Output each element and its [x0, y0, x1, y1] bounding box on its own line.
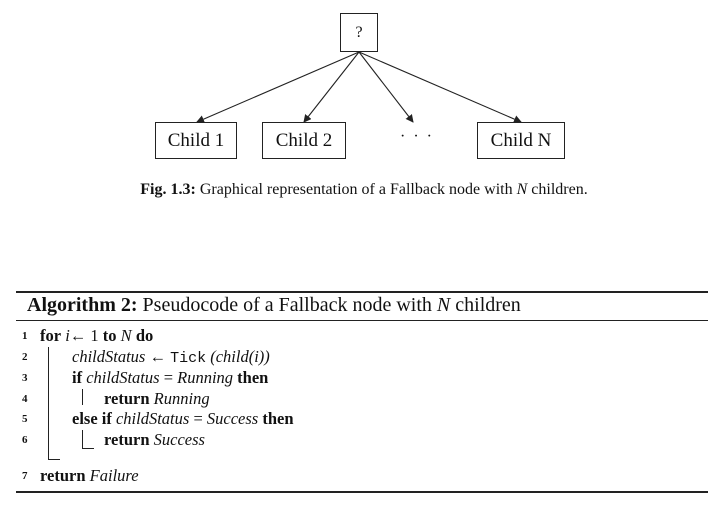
- line-number: 1: [22, 330, 28, 342]
- code-line-3: if childStatus = Running then: [72, 368, 268, 388]
- fallback-tree-diagram: [196, 51, 522, 123]
- root-label: ?: [355, 23, 363, 41]
- algorithm-title: Algorithm 2: Pseudocode of a Fallback no…: [27, 294, 521, 317]
- algorithm-label: Algorithm 2:: [27, 294, 138, 316]
- child-label-n: Child N: [490, 129, 552, 151]
- line-number: 7: [22, 470, 28, 482]
- equals-sign: =: [163, 368, 173, 387]
- line-number: 2: [22, 351, 28, 363]
- algorithm-top-rule: [16, 291, 708, 293]
- edge-to-ellipsis: [358, 51, 414, 123]
- keyword-return: return: [104, 389, 150, 408]
- keyword-then: then: [237, 368, 269, 387]
- keyword-then: then: [262, 409, 294, 428]
- tick-argument: (child(i)): [210, 347, 270, 366]
- line-number: 5: [22, 413, 28, 425]
- keyword-for: for: [40, 326, 62, 345]
- keyword-to: to: [102, 326, 117, 345]
- success-value: Success: [206, 409, 259, 428]
- caption-label: Fig. 1.3:: [140, 181, 196, 198]
- code-line-5: else if childStatus = Success then: [72, 409, 294, 429]
- algorithm-title-var: N: [436, 294, 451, 316]
- child-status-var: childStatus: [115, 409, 190, 428]
- keyword-return: return: [104, 430, 150, 449]
- equals-sign: =: [193, 409, 203, 428]
- failure-value: Failure: [89, 466, 139, 485]
- running-value: Running: [153, 389, 210, 408]
- algorithm-mid-rule: [16, 320, 708, 322]
- child-label-1: Child 1: [167, 129, 225, 151]
- caption-text-after: children.: [531, 181, 588, 198]
- algorithm-title-before: Pseudocode of a Fallback node with: [142, 294, 432, 316]
- line-number: 6: [22, 434, 28, 446]
- children-ellipsis: · · ·: [400, 128, 434, 145]
- tick-function: Tick: [170, 350, 207, 367]
- algorithm-title-after: children: [455, 294, 521, 316]
- assign-arrow: ←: [69, 326, 87, 345]
- edge-to-child-2: [303, 51, 360, 123]
- child-status-var: childStatus: [72, 347, 146, 366]
- for-block-bracket-end: [48, 459, 60, 461]
- child-label-2: Child 2: [275, 129, 333, 151]
- else-if-block-bracket: [82, 430, 84, 448]
- child-node-1: Child 1: [155, 122, 237, 159]
- if-block-bracket: [82, 389, 84, 405]
- code-line-4: return Running: [104, 389, 210, 409]
- code-line-1: for i← 1 to N do: [40, 326, 153, 346]
- var-n: N: [120, 326, 132, 345]
- line-number: 3: [22, 372, 28, 384]
- keyword-do: do: [135, 326, 154, 345]
- figure-caption: Fig. 1.3: Graphical representation of a …: [0, 181, 728, 199]
- caption-text-before: Graphical representation of a Fallback n…: [199, 181, 513, 198]
- line-number: 4: [22, 393, 28, 405]
- child-node-2: Child 2: [262, 122, 346, 159]
- caption-var: N: [516, 181, 528, 198]
- assign-arrow: ←: [149, 347, 166, 366]
- running-value: Running: [177, 368, 234, 387]
- edge-to-child-1: [196, 51, 360, 123]
- fallback-root-node: ?: [340, 13, 378, 52]
- child-status-var: childStatus: [86, 368, 160, 387]
- success-value: Success: [153, 430, 205, 449]
- edge-to-child-n: [358, 51, 522, 123]
- code-line-2: childStatus ← Tick (child(i)): [72, 347, 270, 367]
- keyword-if: if: [72, 368, 83, 387]
- keyword-else-if: else if: [72, 409, 112, 428]
- code-line-6: return Success: [104, 430, 205, 450]
- keyword-return: return: [40, 466, 86, 485]
- value-one: 1: [90, 326, 99, 345]
- else-if-block-bracket-end: [82, 448, 94, 450]
- var-i: i: [65, 326, 70, 345]
- code-line-7: return Failure: [40, 466, 139, 486]
- for-block-bracket: [48, 347, 50, 459]
- algorithm-bottom-rule: [16, 491, 708, 493]
- child-node-n: Child N: [477, 122, 565, 159]
